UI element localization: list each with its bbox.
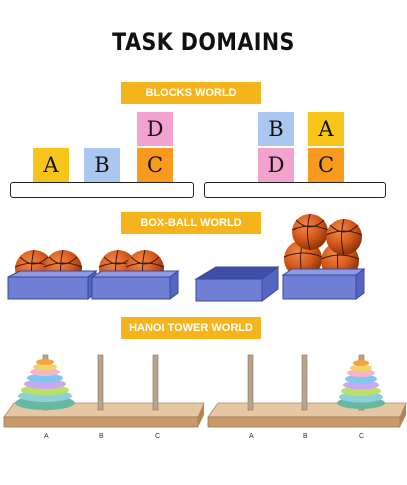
hanoi-illustration — [3, 354, 407, 428]
peg-label-c-left: C — [155, 433, 161, 440]
block-c-left: C — [137, 148, 173, 182]
hanoi-disk-stack-right — [337, 360, 385, 409]
basketball — [291, 213, 329, 251]
block-a-right: A — [308, 112, 344, 146]
block-b-left: B — [84, 148, 120, 182]
box-with-balls-1 — [7, 249, 98, 300]
peg-label-b-left: B — [99, 433, 104, 440]
hanoi-disk-stack-left — [15, 359, 75, 410]
hanoi-world-banner: HANOI TOWER WORLD — [121, 317, 261, 339]
block-c-right: C — [308, 148, 344, 182]
block-d-left: D — [137, 112, 173, 146]
hanoi-board-right — [207, 354, 407, 428]
table-left — [10, 182, 194, 198]
boxball-world-label: BOX-BALL WORLD — [140, 217, 242, 229]
box-with-stacked-balls — [281, 213, 366, 300]
hanoi-world-label: HANOI TOWER WORLD — [129, 322, 253, 334]
box-with-balls-2 — [90, 249, 180, 300]
boxball-world-banner: BOX-BALL WORLD — [121, 212, 261, 234]
peg-label-a-right: A — [249, 433, 254, 440]
empty-box — [194, 266, 280, 302]
hanoi-board-left — [3, 354, 205, 428]
block-b-right: B — [258, 112, 294, 146]
peg-label-a-left: A — [44, 433, 49, 440]
peg-label-b-right: B — [303, 433, 308, 440]
page-title: TASK DOMAINS — [112, 28, 295, 56]
table-right — [204, 182, 386, 198]
block-d-right: D — [258, 148, 294, 182]
boxball-illustration — [7, 213, 366, 302]
blocks-world-banner: BLOCKS WORLD — [121, 82, 261, 104]
block-a-left: A — [33, 148, 69, 182]
basketball — [325, 218, 363, 256]
blocks-world-label: BLOCKS WORLD — [145, 87, 237, 99]
peg-label-c-right: C — [359, 433, 365, 440]
